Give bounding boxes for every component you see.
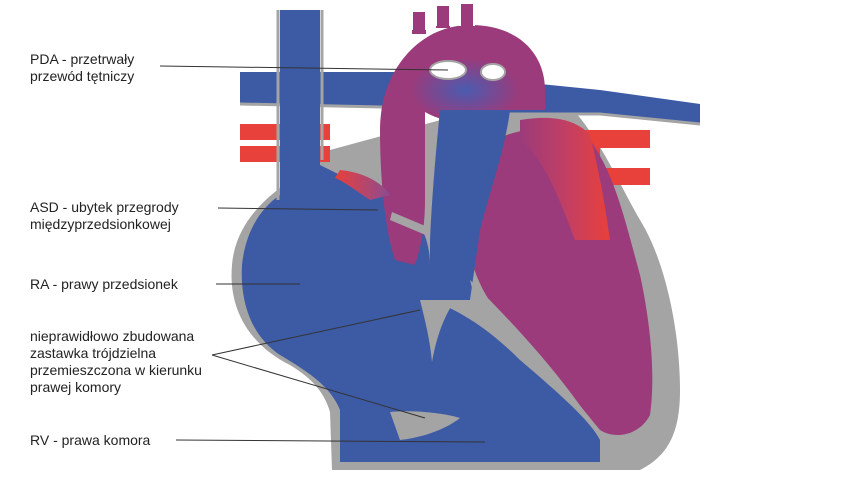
label-ra-line1: RA - prawy przedsionek xyxy=(30,276,178,292)
vena-cava-edges xyxy=(276,10,324,200)
arch-branch-3 xyxy=(460,4,474,28)
label-rv-line1: RV - prawa komora xyxy=(30,432,151,448)
leader-valve-lower xyxy=(211,354,426,419)
label-rv: RV - prawa komora xyxy=(30,432,150,449)
label-asd-line2: międzyprzedsionkowej xyxy=(30,216,171,232)
tricuspid-valve-leaflet-lower xyxy=(390,411,460,440)
label-valve-line1: nieprawidłowo zbudowana xyxy=(30,328,195,344)
label-pda-line1: PDA - przetrwały xyxy=(30,51,135,67)
label-pda: PDA - przetrwały przewód tętniczy xyxy=(30,51,134,85)
leader-pda xyxy=(159,65,449,71)
left-atrium-oxygenated xyxy=(520,117,610,240)
interventricular-septum xyxy=(470,280,600,430)
pda-opening-right xyxy=(480,63,506,81)
asd-shunt xyxy=(335,170,390,200)
label-valve-line3: przemieszczona w kierunku xyxy=(30,362,202,378)
left-ventricle xyxy=(465,127,653,435)
arch-branch-1 xyxy=(412,12,426,34)
label-valve: nieprawidłowo zbudowana zastawka trójdzi… xyxy=(30,328,202,396)
arch-branch-2 xyxy=(436,6,450,28)
leader-asd xyxy=(217,207,379,211)
leader-rv xyxy=(175,439,486,443)
pulmonary-trunk xyxy=(430,110,510,300)
label-asd-line1: ASD - ubytek przegrody xyxy=(30,199,179,215)
tricuspid-valve-leaflet-upper xyxy=(420,300,455,362)
label-pda-line2: przewód tętniczy xyxy=(30,68,135,84)
interatrial-septum xyxy=(390,212,430,236)
arch-branch-outlines xyxy=(411,4,475,30)
label-ra: RA - prawy przedsionek xyxy=(30,276,178,293)
label-valve-line2: zastawka trójdzielna xyxy=(30,345,157,361)
label-asd: ASD - ubytek przegrody międzyprzedsionko… xyxy=(30,199,179,233)
leader-lines xyxy=(159,65,486,443)
leader-valve-upper xyxy=(211,309,421,356)
label-valve-line4: prawej komory xyxy=(30,379,122,395)
